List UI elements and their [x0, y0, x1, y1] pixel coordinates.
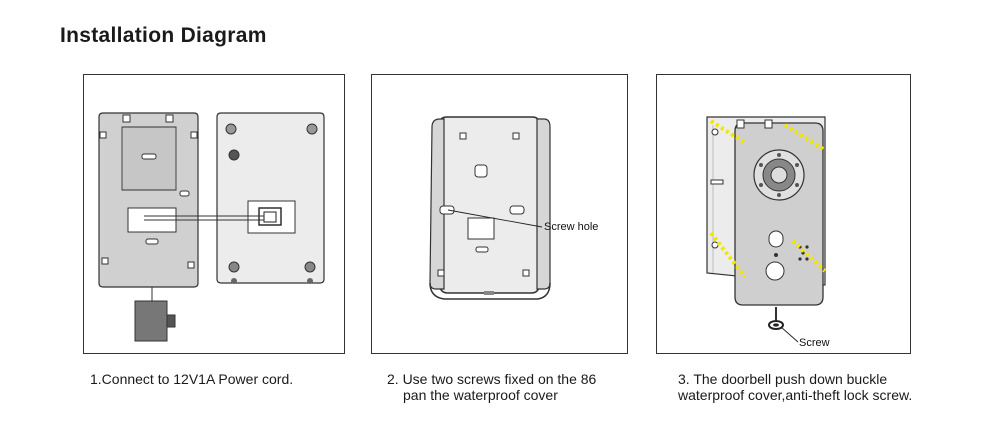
step-2-caption: 2. Use two screws fixed on the 86 pan th…: [387, 371, 596, 403]
step-2-text-line2: pan the waterproof cover: [403, 387, 558, 403]
doorbell-back: [216, 112, 325, 284]
power-adapter: [134, 287, 176, 342]
screw-icon: [768, 307, 784, 330]
doorbell-front: [734, 119, 824, 306]
waterproof-cover: [429, 116, 551, 300]
step-1-text: 1.Connect to 12V1A Power cord.: [90, 371, 294, 387]
screw-label: Screw: [799, 337, 830, 349]
step-3-caption: 3. The doorbell push down buckle waterpr…: [678, 371, 912, 403]
step-2-text-line1: 2. Use two screws fixed on the 86: [387, 371, 597, 387]
step-3-text-line1: 3. The doorbell push down buckle: [678, 371, 888, 387]
step-1-caption: 1.Connect to 12V1A Power cord.: [90, 371, 293, 387]
mounting-plate: [98, 112, 199, 288]
power-connection-drawing: [98, 112, 325, 342]
step-1-illustration: [83, 74, 345, 354]
highlight-marks: [709, 119, 827, 279]
waterproof-cover-drawing: Screw hole: [429, 116, 598, 300]
camera-lens: [753, 149, 805, 201]
step-2-illustration: Screw hole: [371, 74, 628, 354]
page-title: Installation Diagram: [60, 24, 267, 47]
step-3-illustration: Screw: [656, 74, 911, 354]
screw-hole-label: Screw hole: [544, 221, 598, 233]
doorbell-install-drawing: Screw: [706, 116, 830, 349]
step-3-text-line2: waterproof cover,anti-theft lock screw.: [678, 387, 913, 403]
